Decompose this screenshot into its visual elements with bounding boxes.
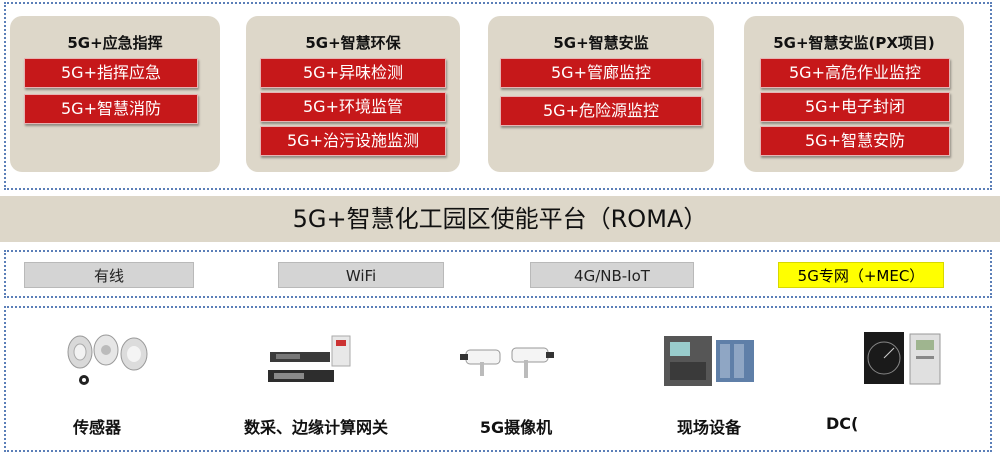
field-equipment-icon bbox=[664, 336, 754, 386]
device-label-sensor: 传感器 bbox=[72, 418, 121, 437]
device-label-camera: 5G摄像机 bbox=[479, 418, 553, 437]
app-card-environment: 5G+智慧环保 5G+异味检测 5G+环境监管 5G+治污设施监测 bbox=[246, 16, 460, 172]
sensor-icon bbox=[67, 334, 148, 385]
app-card-emergency: 5G+应急指挥 5G+指挥应急 5G+智慧消防 bbox=[10, 16, 220, 172]
app-item[interactable]: 5G+指挥应急 bbox=[24, 58, 198, 88]
app-item[interactable]: 5G+异味检测 bbox=[260, 58, 446, 88]
gateway-icon bbox=[268, 335, 351, 382]
network-wifi[interactable]: WiFi bbox=[278, 262, 444, 288]
network-4g-nbiot[interactable]: 4G/NB-IoT bbox=[530, 262, 694, 288]
app-item[interactable]: 5G+智慧安防 bbox=[760, 126, 950, 156]
dcs-icon bbox=[864, 332, 941, 385]
app-item[interactable]: 5G+智慧消防 bbox=[24, 94, 198, 124]
app-card-title: 5G+智慧环保 bbox=[305, 34, 401, 52]
app-item[interactable]: 5G+治污设施监测 bbox=[260, 126, 446, 156]
app-item[interactable]: 5G+管廊监控 bbox=[500, 58, 702, 88]
network-wired[interactable]: 有线 bbox=[24, 262, 194, 288]
app-item[interactable]: 5G+危险源监控 bbox=[500, 96, 702, 126]
app-item[interactable]: 5G+高危作业监控 bbox=[760, 58, 950, 88]
app-card-title: 5G+应急指挥 bbox=[67, 34, 163, 52]
platform-bar: 5G+智慧化工园区使能平台（ROMA） bbox=[0, 196, 1000, 242]
device-label-field-equipment: 现场设备 bbox=[676, 418, 741, 437]
app-card-title: 5G+智慧安监 bbox=[553, 34, 649, 52]
app-card-title: 5G+智慧安监(PX项目) bbox=[773, 34, 935, 52]
applications-frame bbox=[4, 2, 992, 190]
app-card-safety-px: 5G+智慧安监(PX项目) 5G+高危作业监控 5G+电子封闭 5G+智慧安防 bbox=[744, 16, 964, 172]
camera-icon bbox=[460, 347, 554, 378]
app-item[interactable]: 5G+环境监管 bbox=[260, 92, 446, 122]
app-item[interactable]: 5G+电子封闭 bbox=[760, 92, 950, 122]
devices-frame bbox=[4, 306, 992, 452]
device-label-gateway: 数采、边缘计算网关 bbox=[243, 418, 388, 437]
network-frame bbox=[4, 250, 992, 298]
device-label-dcs: DC( bbox=[826, 414, 859, 433]
app-card-safety: 5G+智慧安监 5G+管廊监控 5G+危险源监控 bbox=[488, 16, 714, 172]
network-5g-private[interactable]: 5G专网（+MEC） bbox=[778, 262, 944, 288]
